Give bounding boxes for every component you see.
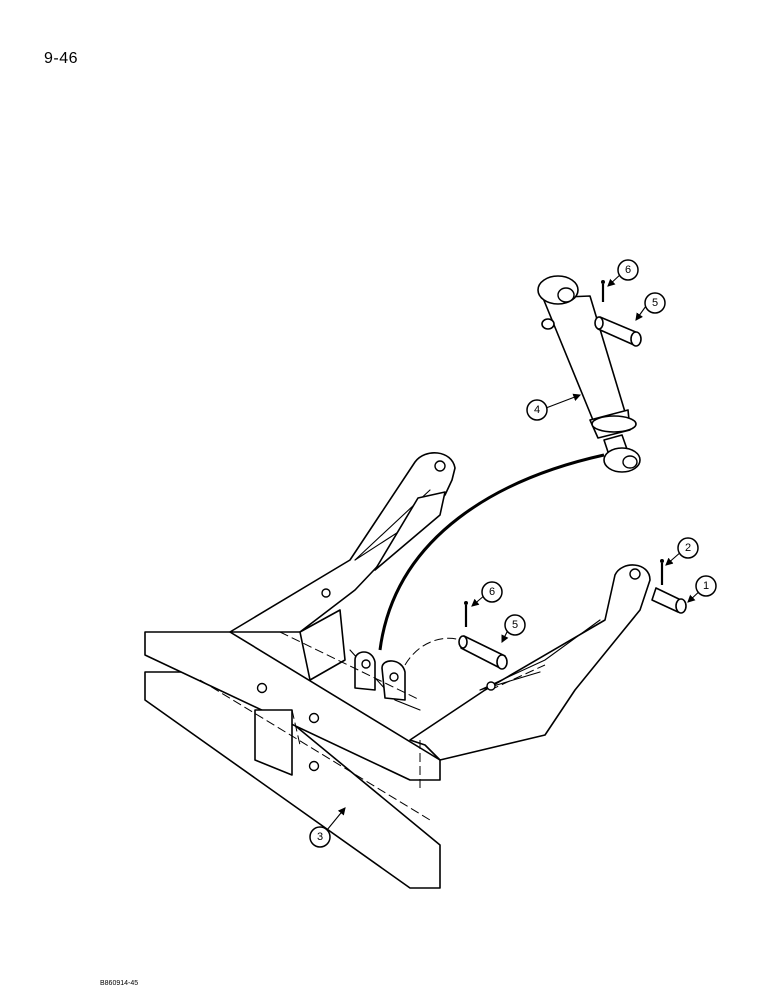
svg-text:5: 5	[512, 619, 518, 631]
callout-5-lower: 5	[504, 614, 526, 636]
svg-text:1: 1	[703, 580, 709, 592]
clevis-lug-left	[354, 651, 376, 691]
callout-6-lower: 6	[481, 581, 503, 603]
page-number: 9-46	[44, 50, 79, 67]
cylinder-port	[541, 318, 555, 330]
cylinder-gland	[591, 415, 637, 433]
hydraulic-cylinder	[537, 275, 641, 473]
cylinder-barrel	[542, 295, 626, 426]
lower-cotter-pin	[464, 601, 468, 627]
upper-cotter-pin	[601, 280, 605, 302]
svg-text:3: 3	[317, 831, 323, 843]
callout-2: 2	[677, 537, 699, 559]
right-arm	[409, 564, 651, 761]
svg-text:4: 4	[534, 404, 540, 416]
svg-text:6: 6	[625, 264, 631, 276]
svg-text:2: 2	[685, 542, 691, 554]
alignment-guide-arc	[378, 453, 605, 651]
drawing-code: B860914-45	[100, 980, 139, 987]
left-arm-pivot-hole	[434, 460, 446, 472]
upper-pin	[594, 316, 642, 347]
mounting-frame	[144, 452, 651, 889]
center-block	[254, 709, 293, 776]
pivot-pin	[651, 587, 687, 614]
callout-4: 4	[526, 399, 548, 421]
svg-text:5: 5	[652, 297, 658, 309]
pivot-cotter-pin	[660, 559, 664, 585]
callout-3: 3	[309, 826, 331, 848]
svg-text:6: 6	[489, 586, 495, 598]
callout-5-upper: 5	[644, 292, 666, 314]
callout-1: 1	[695, 575, 717, 597]
lower-pin	[458, 635, 508, 670]
right-arm-pivot-hole	[629, 568, 641, 580]
callout-6-upper: 6	[617, 259, 639, 281]
left-arm	[229, 452, 456, 633]
